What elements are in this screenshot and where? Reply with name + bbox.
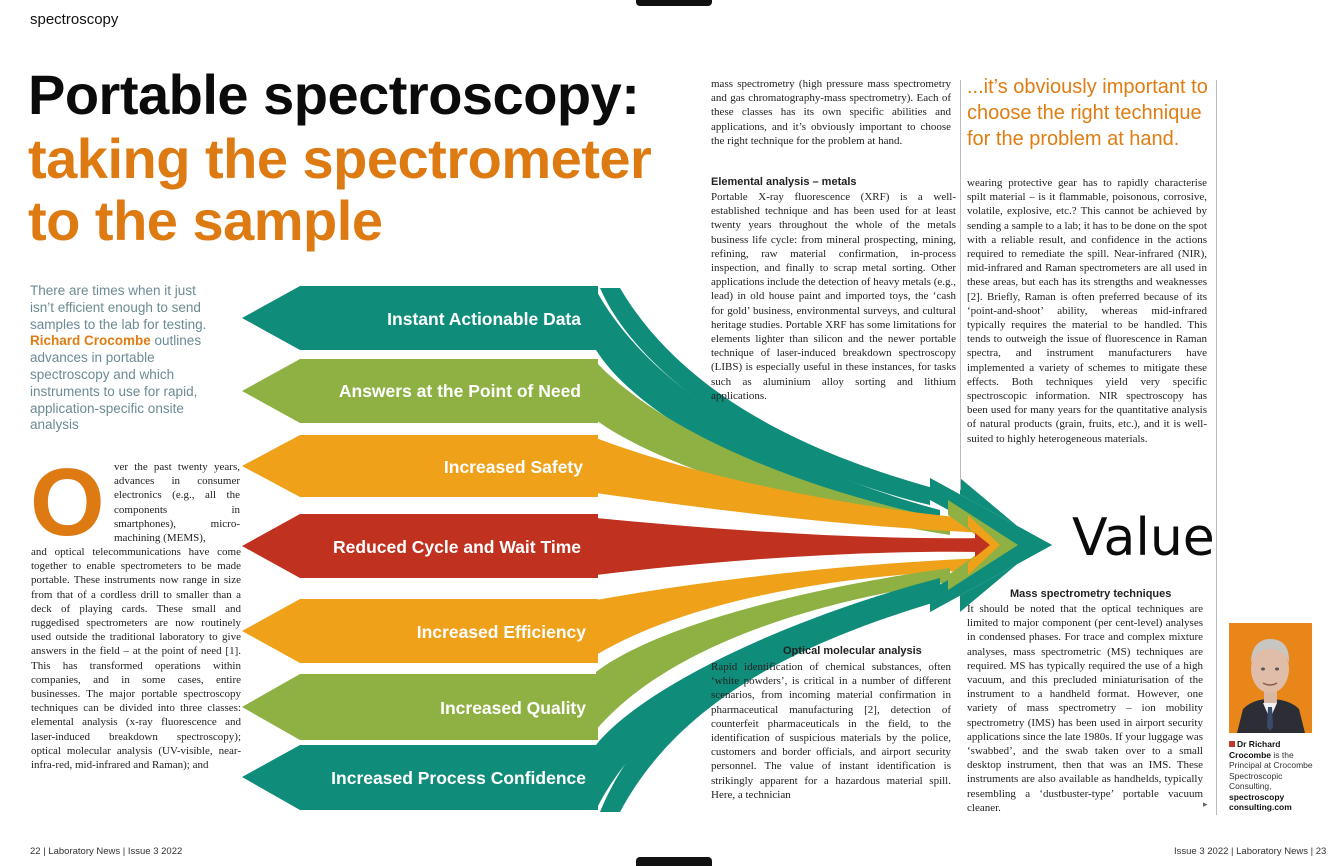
bio-name: Dr Richard Crocombe [1229,739,1281,760]
band-6-shape [242,674,598,740]
author-photo [1229,623,1312,733]
subheading-mass-spec: Mass spectrometry techniques [1010,588,1172,600]
bio-text: is the Principal at Crocombe Spectroscop… [1229,749,1313,792]
arrowhead-orange [968,515,1000,575]
author-bio: Dr Richard Crocombe is the Principal at … [1229,739,1314,813]
band-5-shape [242,599,598,663]
band-2-shape [242,359,598,423]
value-label: Value [1072,508,1215,568]
arrow-flow-7 [596,578,940,810]
band-7-shape [242,745,598,810]
arrowhead-red [975,533,990,557]
subheading-optical: Optical molecular analysis [783,645,922,657]
footer-right: Issue 3 2022 | Laboratory News | 23 [1174,846,1327,857]
pull-quote: ...it’s obviously important to choose th… [967,76,1208,150]
headline-line-3: to the sample [28,189,383,252]
arrow-flow-1 [596,290,940,530]
body-column-2-top: mass spectrometry (high pressure mass sp… [711,78,951,147]
author-portrait-icon [1229,623,1312,733]
band-label-7: Increased Process Confidence [331,768,586,788]
band-3-shape [242,435,598,497]
column-rule [960,80,961,490]
body-column-3-bottom: It should be noted that the optical tech… [967,603,1203,814]
standfirst-author: Richard Crocombe [30,333,151,349]
body-column-2-bottom: Rapid identification of chemical substan… [711,661,951,801]
headline-line-1: Portable spectroscopy: [28,63,640,126]
standfirst-rest: outlines advances in portable spectrosco… [30,333,202,433]
band-4-shape [242,514,598,578]
arrow-flow-6 [596,568,950,730]
band-label-3: Increased Safety [444,457,583,477]
band-label-5: Increased Efficiency [417,622,587,642]
body-column-2-middle: Portable X-ray fluorescence (XRF) is a w… [711,191,956,402]
bio-website-link[interactable]: spectroscopy consulting.com [1229,791,1292,813]
section-tag: spectroscopy [30,11,119,28]
footer-left: 22 | Laboratory News | Issue 3 2022 [30,846,183,857]
column-rule [1216,80,1217,815]
band-label-6: Increased Quality [440,698,586,718]
arrow-flow-3 [596,438,985,533]
top-notch [636,0,712,6]
bottom-notch [636,857,712,866]
continue-arrow-icon: ▸ [1203,800,1208,810]
body-column-3-top: wearing protective gear has to rapidly c… [967,177,1207,445]
band-label-1: Instant Actionable Data [387,309,581,329]
body-column-1-top: ver the past twenty years, advances in c… [114,461,240,545]
standfirst-intro: There are times when it just isn’t effic… [30,283,207,332]
band-1-shape [242,286,598,350]
headline-line-2: taking the spectrometer [28,127,652,190]
arrowhead-olive [948,500,1018,590]
arrow-flow-5 [596,558,985,655]
bullet-square-icon [1229,741,1235,747]
drop-cap: O [30,449,105,556]
body-column-1: and optical telecommunications have come… [31,546,241,772]
standfirst: There are times when it just isn’t effic… [30,283,220,434]
arrow-flow-4 [596,518,985,575]
subheading-elemental: Elemental analysis – metals [711,176,857,188]
band-label-4: Reduced Cycle and Wait Time [333,537,581,557]
band-label-2: Answers at the Point of Need [339,381,581,401]
